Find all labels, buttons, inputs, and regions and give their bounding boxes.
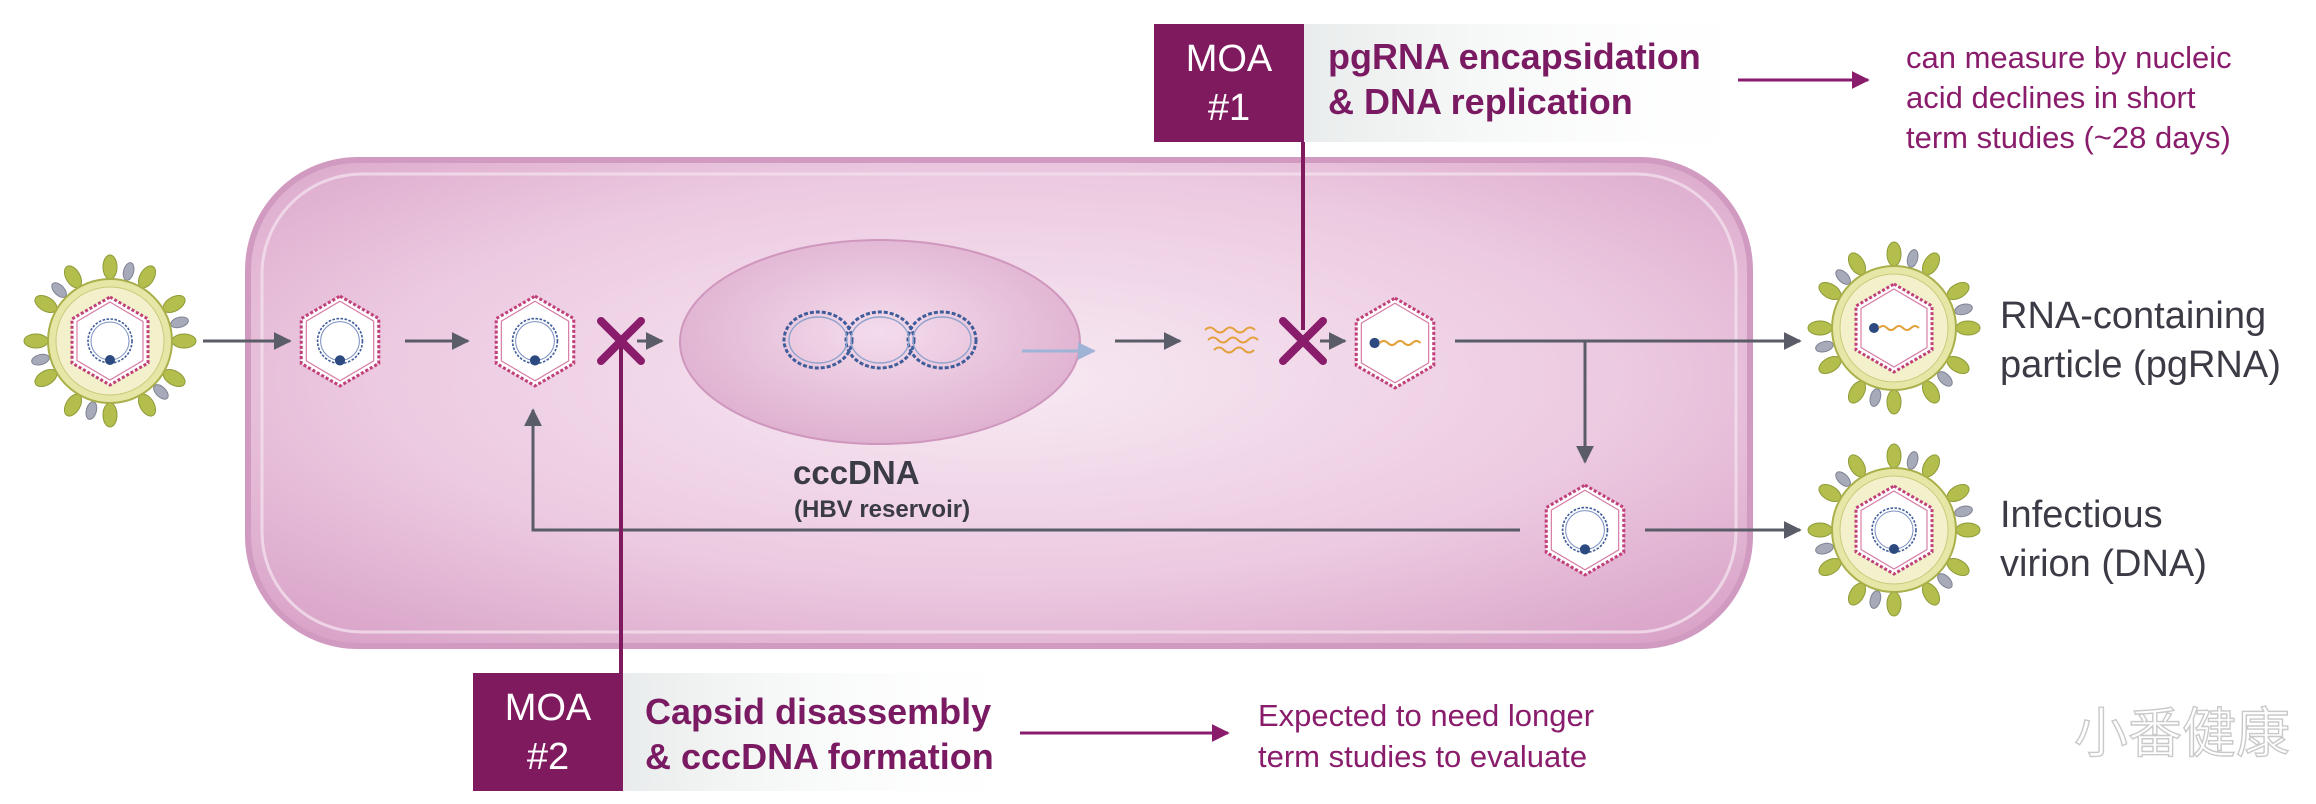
moa2-note-line1: Expected to need longer: [1258, 698, 1594, 733]
moa1-note-line3: term studies (~28 days): [1906, 120, 2231, 155]
moa2-title-line2: & cccDNA formation: [645, 736, 994, 777]
rna-particle-label-line1: RNA-containing: [2000, 295, 2266, 337]
entering-virion-icon: [23, 254, 198, 428]
moa2-badge-line2: #2: [527, 736, 569, 778]
cccdna-label: cccDNA: [793, 454, 920, 491]
moa1-title-line1: pgRNA encapsidation: [1328, 36, 1701, 77]
moa2-title-band: [622, 673, 1042, 791]
pgrna-icon: [1204, 326, 1259, 354]
rna-particle-label-line2: particle (pgRNA): [2000, 344, 2281, 386]
moa1-badge: [1154, 24, 1304, 142]
virion-label-line1: Infectious: [2000, 494, 2163, 536]
dna-virion-icon: [1807, 443, 1981, 617]
moa2-badge-line1: MOA: [505, 687, 592, 729]
moa1-badge-line1: MOA: [1186, 38, 1273, 80]
cccdna-icon: [782, 310, 978, 370]
moa1-note-line1: can measure by nucleic: [1906, 40, 2232, 75]
arrow-recycling: [524, 408, 1520, 532]
moa1-note-line2: acid declines in short: [1906, 80, 2196, 115]
moa1-title-band: [1304, 24, 1784, 142]
moa2-title-line1: Capsid disassembly: [645, 691, 991, 732]
moa2-note-line2: term studies to evaluate: [1258, 739, 1587, 774]
cccdna-sublabel: (HBV reservoir): [794, 496, 970, 523]
nucleus: [679, 239, 1081, 445]
rna-virion-icon: [1807, 241, 1981, 415]
moa2-badge: [473, 673, 623, 791]
virion-label-line2: virion (DNA): [2000, 543, 2207, 585]
watermark: 小番健康: [2074, 704, 2290, 764]
moa1-title-line2: & DNA replication: [1328, 81, 1633, 122]
moa1-badge-line2: #1: [1208, 87, 1250, 129]
